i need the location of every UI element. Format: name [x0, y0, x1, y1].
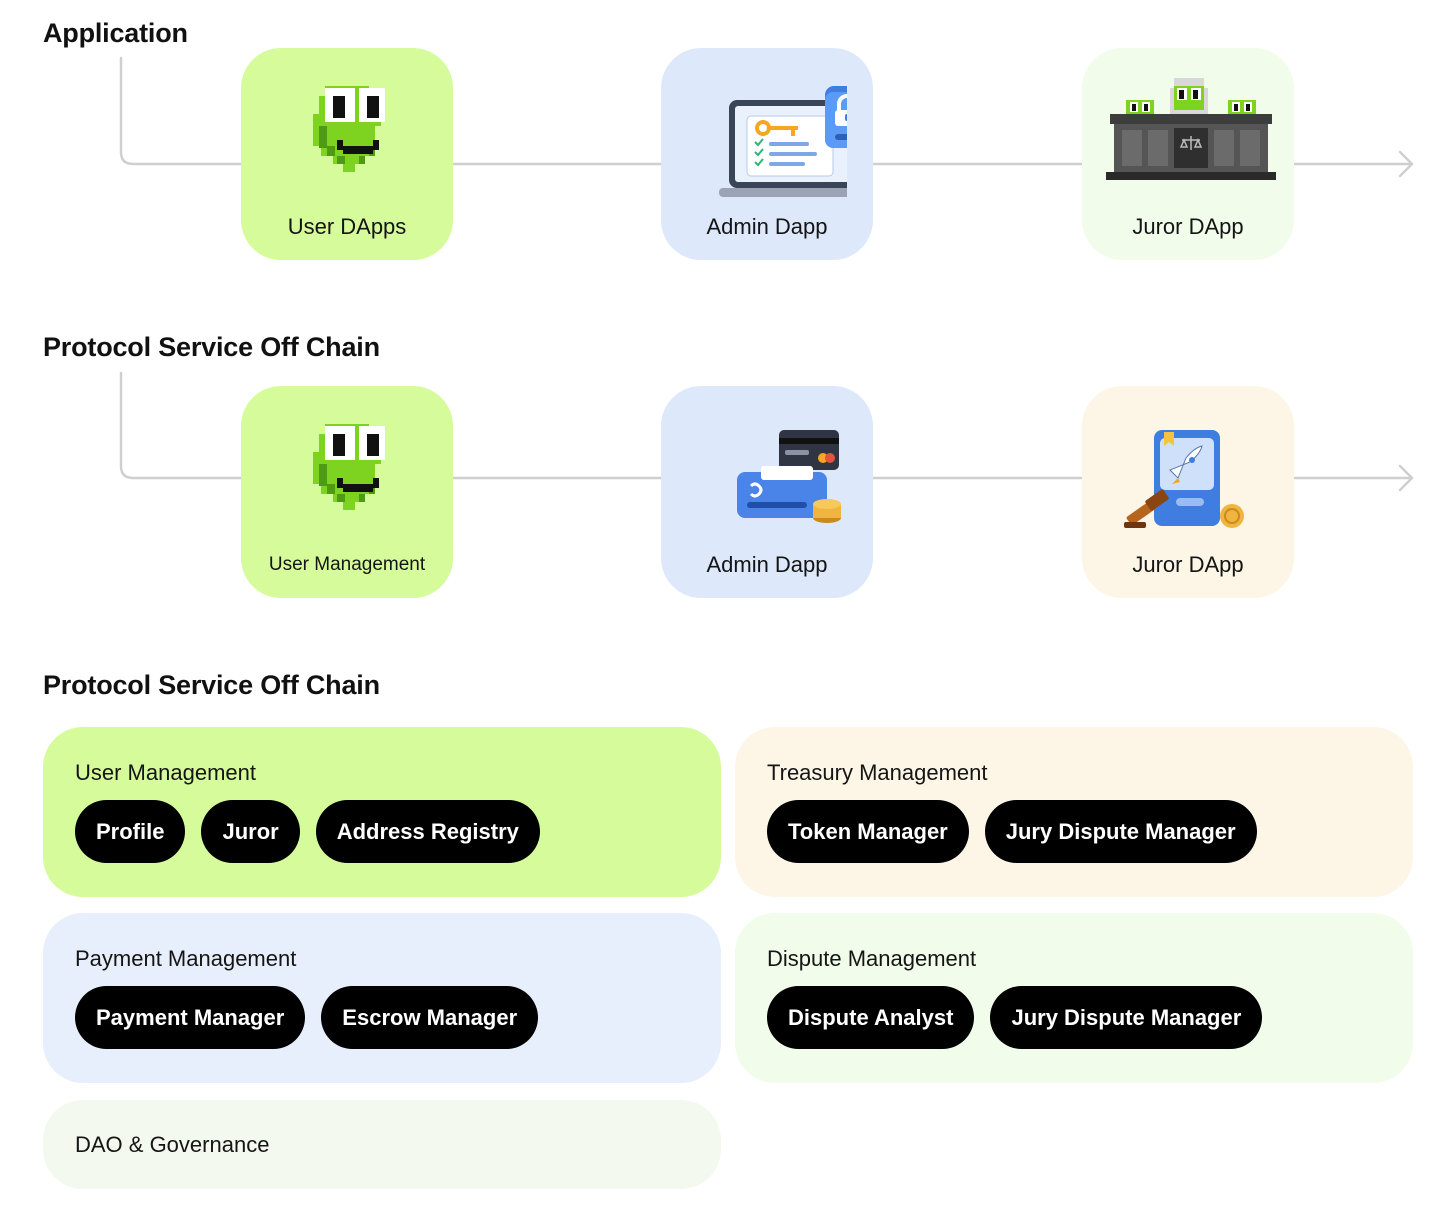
- card-label: User DApps: [287, 214, 407, 239]
- offchain-arrow-head: [1398, 464, 1414, 492]
- card-label: Admin Dapp: [706, 552, 828, 577]
- pill-escrow-manager[interactable]: Escrow Manager: [321, 986, 539, 1049]
- card-admin-dapp[interactable]: Admin Dapp: [661, 48, 873, 260]
- group-title: Treasury Management: [767, 760, 988, 785]
- pill-profile[interactable]: Profile: [75, 800, 186, 863]
- group-title: DAO & Governance: [75, 1132, 270, 1157]
- section-title-application: Application: [43, 18, 188, 48]
- group-user-management: User Management Profile Juror Address Re…: [43, 727, 721, 897]
- payment-terminal-icon: [661, 386, 873, 546]
- card-admin-dapp-payment[interactable]: Admin Dapp: [661, 386, 873, 598]
- group-title: User Management: [75, 760, 256, 785]
- pill-payment-manager[interactable]: Payment Manager: [75, 986, 306, 1049]
- application-arrow-head: [1398, 150, 1414, 178]
- section-title-offchain-flow: Protocol Service Off Chain: [43, 332, 380, 362]
- card-label: User Management: [268, 554, 426, 575]
- group-title: Payment Management: [75, 946, 297, 971]
- pill-dispute-analyst[interactable]: Dispute Analyst: [767, 986, 975, 1049]
- frog-mascot-icon: [241, 386, 453, 546]
- group-payment-management: Payment Management Payment Manager Escro…: [43, 913, 721, 1083]
- jury-bench-icon: [1082, 48, 1294, 208]
- group-dao-governance: DAO & Governance: [43, 1100, 721, 1189]
- pill-address-registry[interactable]: Address Registry: [315, 800, 540, 863]
- group-dispute-management: Dispute Management Dispute Analyst Jury …: [735, 913, 1413, 1083]
- laptop-lock-icon: [661, 48, 873, 208]
- group-treasury-management: Treasury Management Token Manager Jury D…: [735, 727, 1413, 897]
- group-title: Dispute Management: [767, 946, 977, 971]
- pill-juror[interactable]: Juror: [201, 800, 300, 863]
- card-juror-dapp-governance[interactable]: Juror DApp: [1082, 386, 1294, 598]
- card-juror-dapp[interactable]: Juror DApp: [1082, 48, 1294, 260]
- rocket-gavel-icon: [1082, 386, 1294, 546]
- card-user-management[interactable]: User Management: [241, 386, 453, 598]
- pill-jury-dispute-manager[interactable]: Jury Dispute Manager: [990, 986, 1263, 1049]
- card-label: Juror DApp: [1132, 552, 1244, 577]
- card-label: Juror DApp: [1132, 214, 1244, 239]
- pill-jury-dispute-manager[interactable]: Jury Dispute Manager: [984, 800, 1257, 863]
- pill-token-manager[interactable]: Token Manager: [767, 800, 969, 863]
- card-user-dapps[interactable]: User DApps: [241, 48, 453, 260]
- card-label: Admin Dapp: [706, 214, 828, 239]
- frog-mascot-icon: [241, 48, 453, 208]
- section-title-modules: Protocol Service Off Chain: [43, 670, 380, 700]
